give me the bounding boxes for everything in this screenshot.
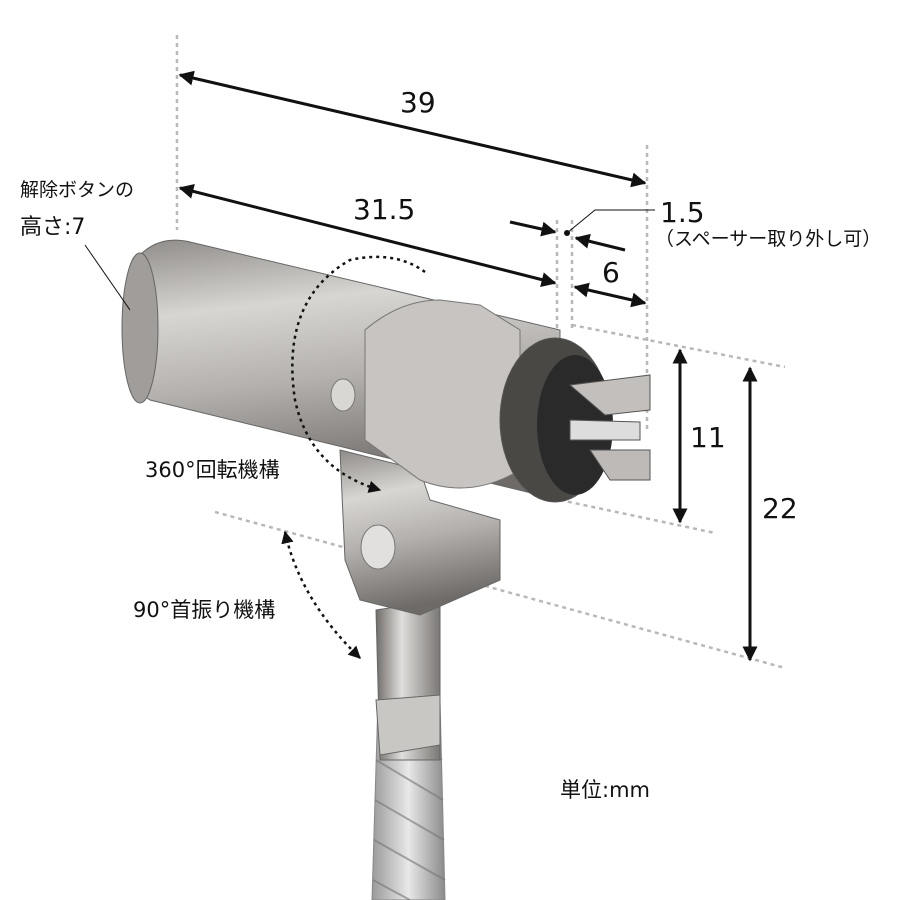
total-height-label: 22 [762, 492, 798, 525]
release-button-height-label: 高さ:7 [20, 215, 85, 240]
cable [371, 599, 446, 900]
lock-body [121, 239, 651, 616]
rotation-feature-label: 360°回転機構 [145, 458, 280, 482]
dimension-lines [84, 70, 758, 662]
body-length-label: 31.5 [353, 193, 415, 226]
pivot-rivet [360, 524, 396, 570]
release-button-label: 解除ボタンの [20, 179, 134, 201]
tip-height-label: 11 [690, 421, 726, 454]
spacer-note-label: （スペーサー取り外し可） [655, 228, 881, 250]
overall-length-label: 39 [400, 86, 436, 119]
tip-length-label: 6 [602, 256, 620, 289]
release-button [330, 378, 356, 412]
swivel-feature-label: 90°首振り機構 [133, 598, 275, 622]
unit-label: 単位:mm [560, 778, 650, 802]
spacer-thickness-label: 1.5 [660, 196, 705, 229]
